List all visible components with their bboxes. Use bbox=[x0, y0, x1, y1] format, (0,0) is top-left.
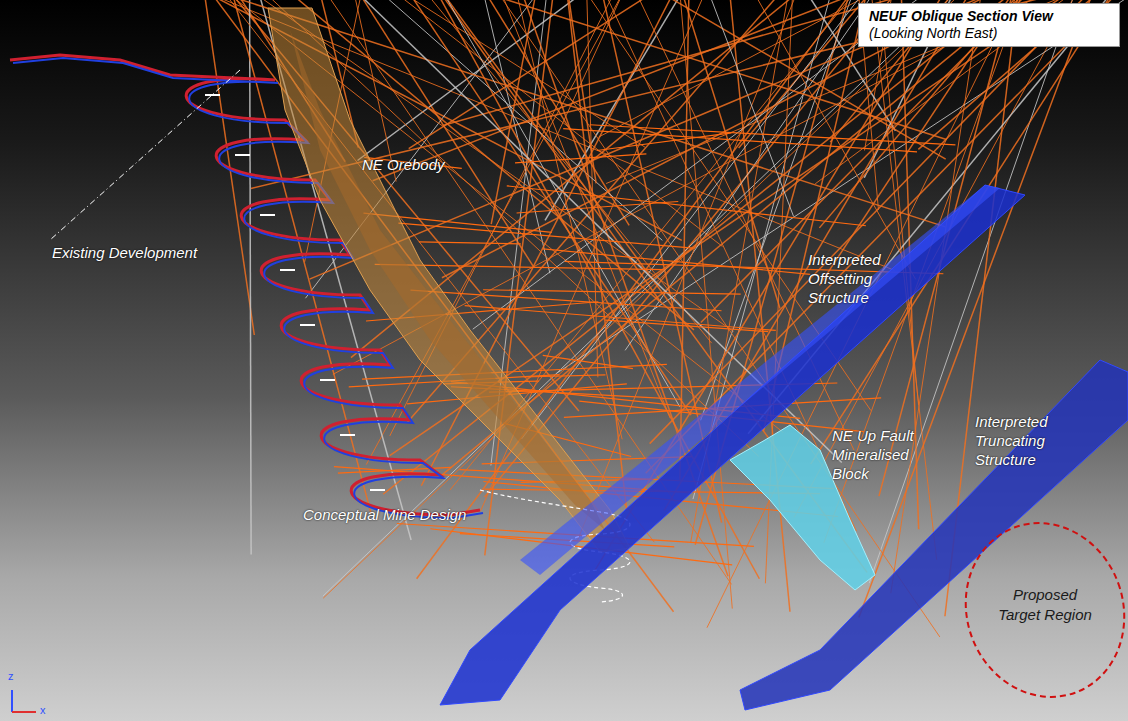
drill-hole bbox=[524, 375, 606, 377]
development-label-box: Existing Development bbox=[52, 243, 252, 262]
mine-design-label: Conceptual Mine Design bbox=[303, 505, 503, 524]
structure-label: Interpreted Offsetting Structure bbox=[808, 250, 903, 307]
drill-hole bbox=[483, 290, 741, 294]
axis-label-box: z bbox=[8, 670, 20, 682]
drill-hole bbox=[507, 186, 866, 226]
drill-hole bbox=[517, 201, 679, 213]
drill-hole bbox=[419, 242, 521, 244]
level-marker bbox=[280, 269, 295, 271]
block-label: NE Up Fault Mineralised Block bbox=[832, 426, 932, 483]
drill-hole bbox=[567, 0, 627, 511]
section-line bbox=[50, 70, 240, 240]
drill-hole bbox=[250, 0, 252, 555]
target-ellipse bbox=[942, 501, 1128, 720]
level-marker bbox=[260, 214, 275, 216]
view-title: NEUF Oblique Section View bbox=[869, 8, 1109, 25]
axis-x bbox=[12, 711, 36, 713]
drill-hole bbox=[605, 320, 768, 331]
drill-hole bbox=[515, 154, 646, 163]
level-marker bbox=[300, 324, 315, 326]
drill-hole bbox=[358, 0, 587, 160]
drill-hole bbox=[553, 0, 625, 145]
drill-hole bbox=[650, 0, 1092, 444]
drill-hole bbox=[590, 125, 956, 145]
drill-hole bbox=[390, 0, 616, 436]
axis-label: z bbox=[8, 670, 20, 682]
target-label: Proposed Target Region bbox=[990, 585, 1100, 625]
development-label: Existing Development bbox=[52, 243, 252, 262]
drill-hole bbox=[398, 223, 693, 248]
structure-label: Interpreted Truncating Structure bbox=[975, 412, 1075, 469]
mine-design-label-box: Conceptual Mine Design bbox=[303, 505, 503, 524]
block-label-box: NE Up Fault Mineralised Block bbox=[832, 426, 932, 483]
orebody bbox=[268, 8, 630, 552]
level-marker bbox=[340, 434, 355, 436]
offsetting-structure-face bbox=[520, 185, 1000, 575]
offsetting-structure bbox=[440, 185, 1025, 705]
orebody-label: NE Orebody bbox=[362, 155, 502, 174]
axis-label: x bbox=[40, 704, 52, 716]
drill-hole bbox=[465, 306, 776, 331]
orebody-core bbox=[290, 30, 605, 530]
drill-hole bbox=[543, 355, 633, 368]
title-box: NEUF Oblique Section View(Looking North … bbox=[858, 3, 1120, 47]
axis-label-box: x bbox=[40, 704, 52, 716]
level-marker bbox=[370, 489, 385, 491]
axis-z bbox=[11, 690, 13, 712]
orebody-label-box: NE Orebody bbox=[362, 155, 502, 174]
structure-label-box: Interpreted Offsetting Structure bbox=[808, 250, 903, 307]
structure-label-box: Interpreted Truncating Structure bbox=[975, 412, 1075, 469]
drill-hole bbox=[680, 0, 733, 609]
truncating-structure bbox=[740, 360, 1128, 710]
level-marker bbox=[235, 154, 250, 156]
target-region: Proposed Target Region bbox=[975, 520, 1115, 700]
drill-hole bbox=[708, 0, 794, 216]
level-marker bbox=[205, 94, 220, 96]
level-marker bbox=[320, 379, 335, 381]
view-direction: (Looking North East) bbox=[869, 25, 1109, 42]
drill-hole bbox=[392, 0, 722, 246]
drill-hole bbox=[500, 0, 670, 418]
drill-hole bbox=[701, 0, 1031, 322]
